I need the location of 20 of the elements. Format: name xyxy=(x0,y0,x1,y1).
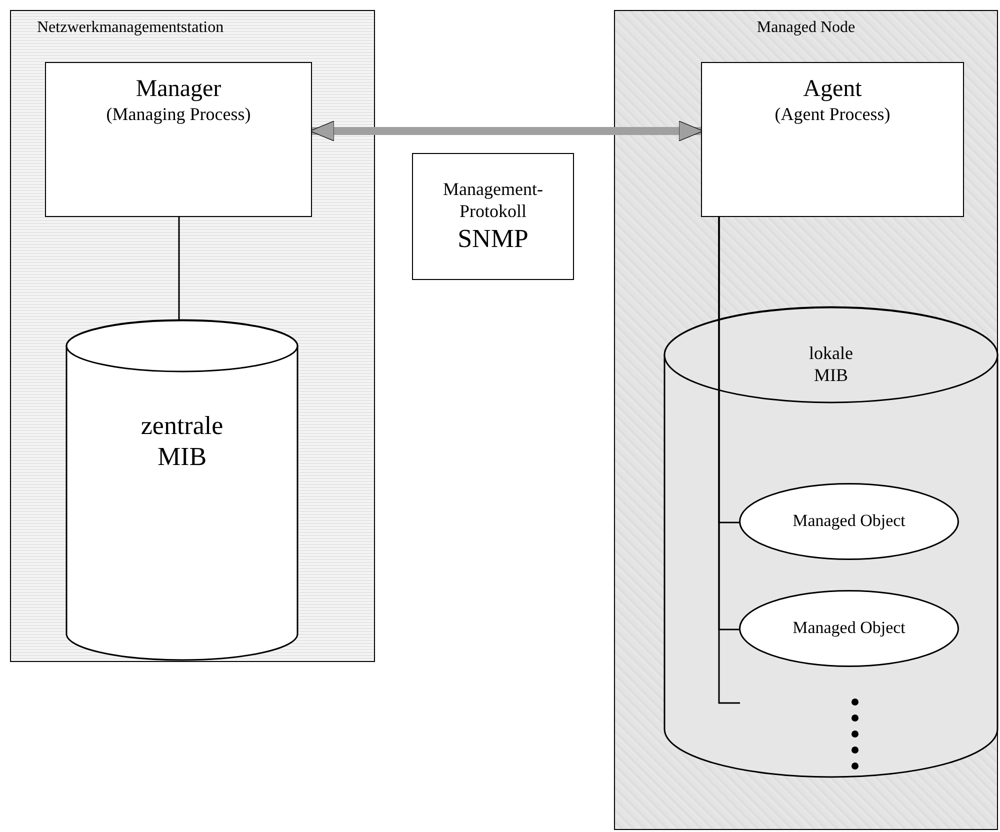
container-panel xyxy=(614,10,998,830)
double-arrow xyxy=(310,120,704,142)
panel-title: Managed Node xyxy=(756,19,856,37)
node-subtitle: SNMP xyxy=(458,222,528,254)
node-subtitle: (Agent Process) xyxy=(774,104,890,126)
node-title: zentrale MIB xyxy=(140,410,224,472)
process-box xyxy=(412,153,574,280)
connector-line xyxy=(178,217,180,320)
node-title: Manager xyxy=(136,75,222,104)
container-panel xyxy=(10,10,375,662)
node-title: lokale MIB xyxy=(808,343,854,386)
node-title: Managed Object xyxy=(792,511,906,532)
process-box xyxy=(701,62,964,217)
node-title: Agent xyxy=(803,75,862,104)
process-box xyxy=(45,62,312,217)
node-title: Management- Protokoll xyxy=(442,179,544,222)
node-subtitle: (Managing Process) xyxy=(106,104,251,126)
connector-line xyxy=(718,217,740,704)
node-title: Managed Object xyxy=(792,618,906,639)
panel-title: Netzwerkmanagementstation xyxy=(37,19,224,37)
